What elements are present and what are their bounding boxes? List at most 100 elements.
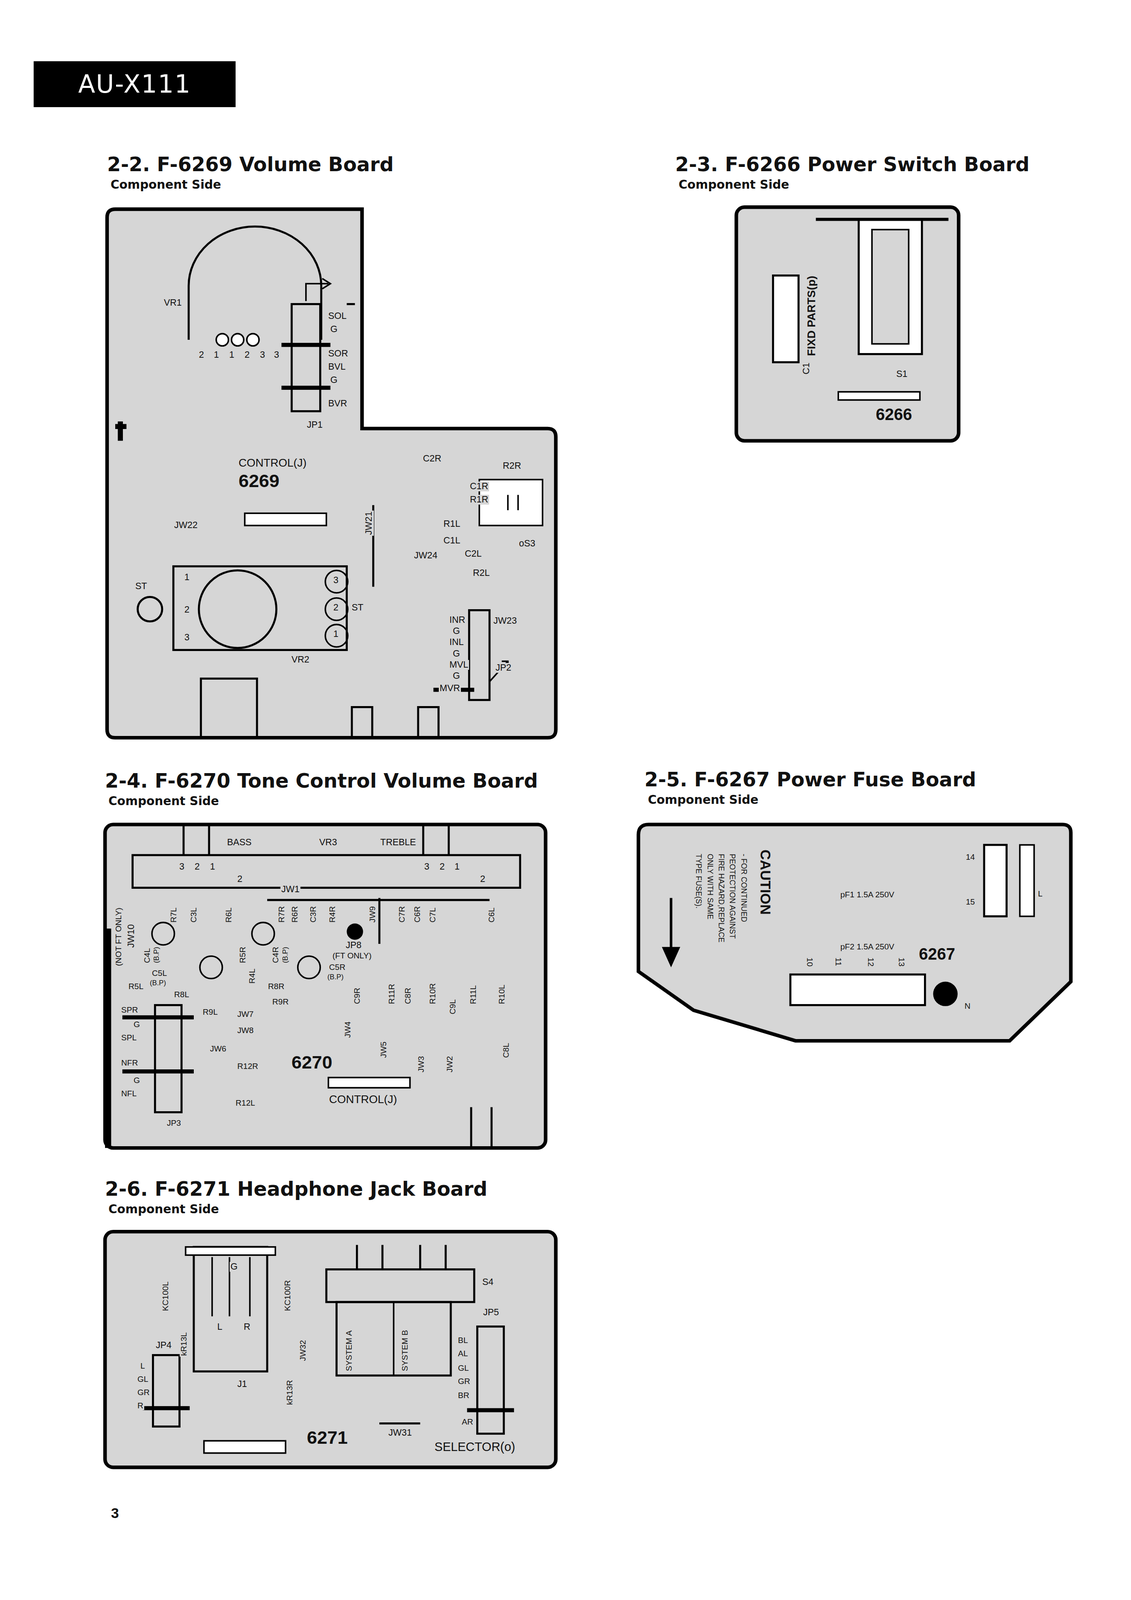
part-label: 6269	[237, 471, 281, 491]
part-label: JW3	[416, 1055, 426, 1073]
part-label: KC100L	[161, 1280, 170, 1312]
part-label: AL	[457, 1349, 469, 1358]
part-label: (NOT FT ONLY)	[114, 906, 123, 967]
part-label: L	[139, 1361, 146, 1371]
part-label: JW9	[368, 905, 377, 924]
part-label: C8L	[501, 1041, 511, 1059]
pcb-circle	[325, 597, 348, 621]
part-label: AR	[460, 1417, 475, 1426]
part-label: R12R	[236, 1061, 260, 1071]
part-label: JW31	[387, 1427, 413, 1438]
part-label: JW1	[280, 884, 301, 895]
part-label: R7L	[169, 906, 178, 924]
pcb-line	[669, 897, 673, 954]
pcb-path	[661, 946, 681, 968]
part-label: 2	[479, 874, 487, 884]
part-label: L	[1037, 889, 1044, 898]
side-caption: Component Side	[678, 177, 1030, 192]
part-label: JW4	[343, 1020, 353, 1039]
pcb-rect	[104, 1231, 556, 1467]
pcb-rect	[122, 1069, 194, 1074]
part-label: kR13L	[179, 1331, 189, 1357]
part-label: 6271	[306, 1427, 349, 1447]
part-label: VR3	[318, 837, 339, 848]
part-label: JW21	[364, 510, 374, 536]
side-caption: Component Side	[647, 792, 977, 807]
pcb-path	[471, 1106, 492, 1148]
part-label: SOL	[327, 311, 348, 321]
part-label: - FOR CONTINUED	[739, 852, 748, 923]
part-label: CONTROL(J)	[237, 457, 308, 470]
part-label: R7R	[277, 905, 286, 924]
part-label: 1	[183, 572, 191, 583]
part-label: ONLY WITH SAME	[705, 852, 715, 920]
pcb-path	[107, 209, 556, 738]
pcb-rect	[871, 229, 909, 344]
part-label: JW24	[413, 550, 439, 561]
part-label: C2R	[422, 453, 443, 464]
pcb-line	[346, 303, 355, 306]
pcb-circle	[137, 596, 163, 621]
pcb-rect	[193, 1246, 268, 1372]
part-label: BASS	[226, 837, 253, 848]
part-label: BVL	[327, 361, 347, 372]
part-label: JP5	[482, 1307, 500, 1318]
pcb-rect	[466, 1407, 514, 1413]
pcb-circle	[151, 922, 175, 945]
pcb-rect	[790, 974, 925, 1006]
pcb-rect	[185, 1246, 276, 1255]
part-label: JW22	[173, 520, 199, 531]
part-label: R4L	[247, 967, 257, 985]
part-label: C7R	[397, 905, 407, 924]
part-label: R1R	[469, 494, 490, 505]
pcb-path	[212, 1256, 250, 1317]
part-label: 3	[423, 861, 431, 872]
part-label: R1L	[442, 518, 461, 529]
side-caption: Component Side	[108, 1201, 488, 1216]
pcb-rect	[838, 391, 920, 400]
board-panel: 2-4. F-6270 Tone Control Volume BoardCom…	[104, 769, 538, 808]
pcb-circle	[216, 333, 229, 347]
pcb-rect	[173, 566, 347, 651]
part-label: BVR	[327, 398, 348, 409]
part-label: G	[329, 375, 339, 385]
part-label: pF2 1.5A 250V	[839, 942, 895, 951]
part-label: 2	[183, 604, 191, 615]
part-label: JP2	[494, 662, 513, 673]
part-label: TREBLE	[379, 837, 417, 848]
part-label: oS3	[518, 538, 537, 549]
part-label: C9L	[448, 998, 458, 1015]
part-label: JW6	[209, 1044, 228, 1053]
part-label: SPR	[120, 1005, 139, 1015]
pcb-line	[393, 1301, 395, 1376]
pcb-line	[816, 217, 949, 221]
part-label: G	[132, 1020, 141, 1029]
part-label: INR	[448, 615, 467, 625]
part-label: (B.P)	[148, 979, 167, 987]
part-label: JW5	[379, 1040, 388, 1059]
part-label: G	[451, 670, 461, 681]
part-label: C6R	[413, 905, 422, 924]
pcb-rect	[469, 609, 490, 700]
pcb-line	[378, 897, 381, 944]
part-label: C3R	[308, 905, 318, 924]
board-panel: 2-6. F-6271 Headphone Jack BoardComponen…	[104, 1177, 488, 1216]
part-label: CONTROL(J)	[328, 1093, 398, 1106]
part-label: (FT ONLY)	[331, 951, 373, 960]
part-label: R4R	[328, 905, 337, 924]
pcb-rect	[104, 928, 111, 1148]
pcb-rect	[204, 1440, 286, 1453]
part-label: R	[136, 1401, 145, 1410]
part-label: JW7	[236, 1009, 255, 1019]
part-label: 2	[243, 349, 251, 360]
part-label: 6267	[918, 945, 957, 963]
part-label: SYSTEM B	[400, 1328, 410, 1372]
part-label: kR13R	[285, 1378, 295, 1406]
pcb-path	[201, 678, 439, 738]
part-label: C2L	[463, 548, 483, 559]
board-heading: 2-6. F-6271 Headphone Jack Board	[104, 1177, 488, 1201]
pcb-rect	[291, 303, 321, 412]
part-label: C8R	[403, 986, 413, 1005]
part-label: C4L	[142, 947, 152, 964]
part-label: JW8	[236, 1026, 255, 1035]
